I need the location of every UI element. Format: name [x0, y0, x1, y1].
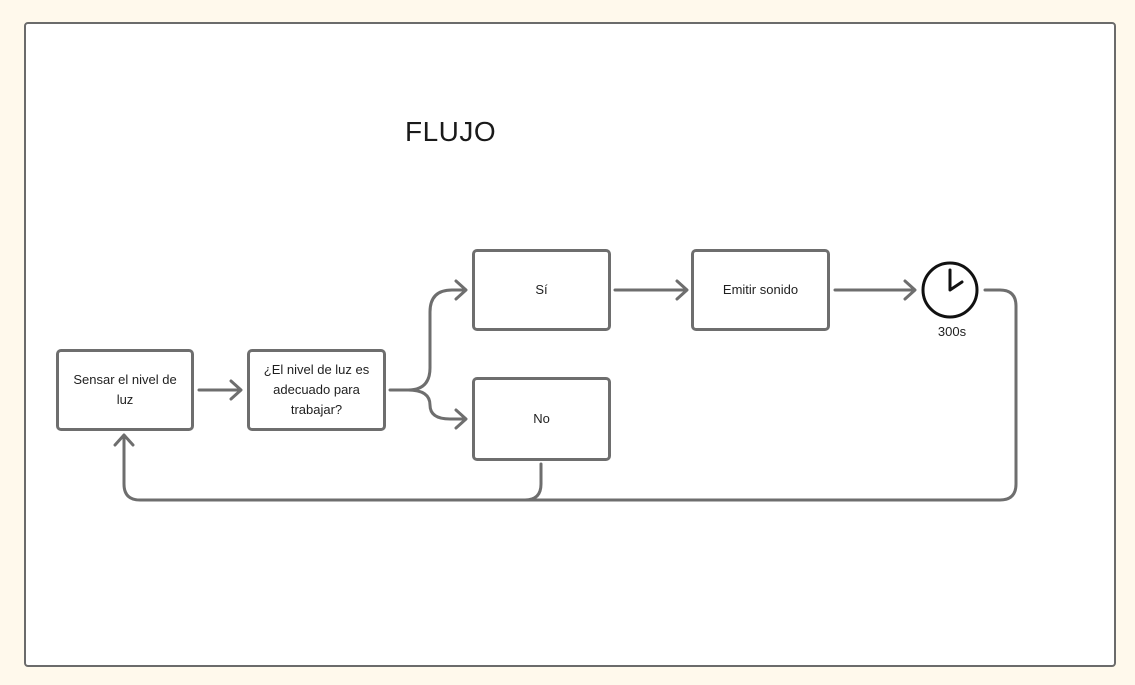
arrowhead-sense-to-decision	[229, 379, 243, 401]
node-emit-sound[interactable]: Emitir sonido	[691, 249, 830, 331]
connector-decision-to-yes	[388, 288, 467, 392]
arrowhead-beep-to-timer	[903, 279, 917, 301]
clock-icon	[921, 261, 979, 319]
connector-decision-to-no	[406, 388, 467, 421]
connector-no-to-loop	[523, 462, 543, 502]
arrowhead-to-sense	[113, 433, 135, 447]
node-decision[interactable]: ¿El nivel de luz es adecuado para trabaj…	[247, 349, 386, 431]
arrowhead-yes-to-beep	[675, 279, 689, 301]
node-emit-sound-label: Emitir sonido	[722, 281, 799, 297]
node-yes[interactable]: Sí	[472, 249, 611, 331]
node-sense-light[interactable]: Sensar el nivel de luz	[56, 349, 194, 431]
diagram-title: FLUJO	[405, 116, 497, 147]
node-no-label: No	[533, 410, 550, 426]
diagram-canvas	[24, 22, 1116, 667]
arrowhead-to-yes	[454, 279, 468, 301]
node-no[interactable]: No	[472, 377, 611, 461]
node-sense-light-label: Sensar el nivel de luz	[73, 371, 177, 407]
node-decision-label: ¿El nivel de luz es adecuado para trabaj…	[263, 361, 370, 418]
arrowhead-to-no	[454, 408, 468, 430]
node-yes-label: Sí	[535, 281, 548, 297]
timer-label: 300s	[937, 324, 967, 339]
connector-timer-loop	[122, 288, 1018, 502]
